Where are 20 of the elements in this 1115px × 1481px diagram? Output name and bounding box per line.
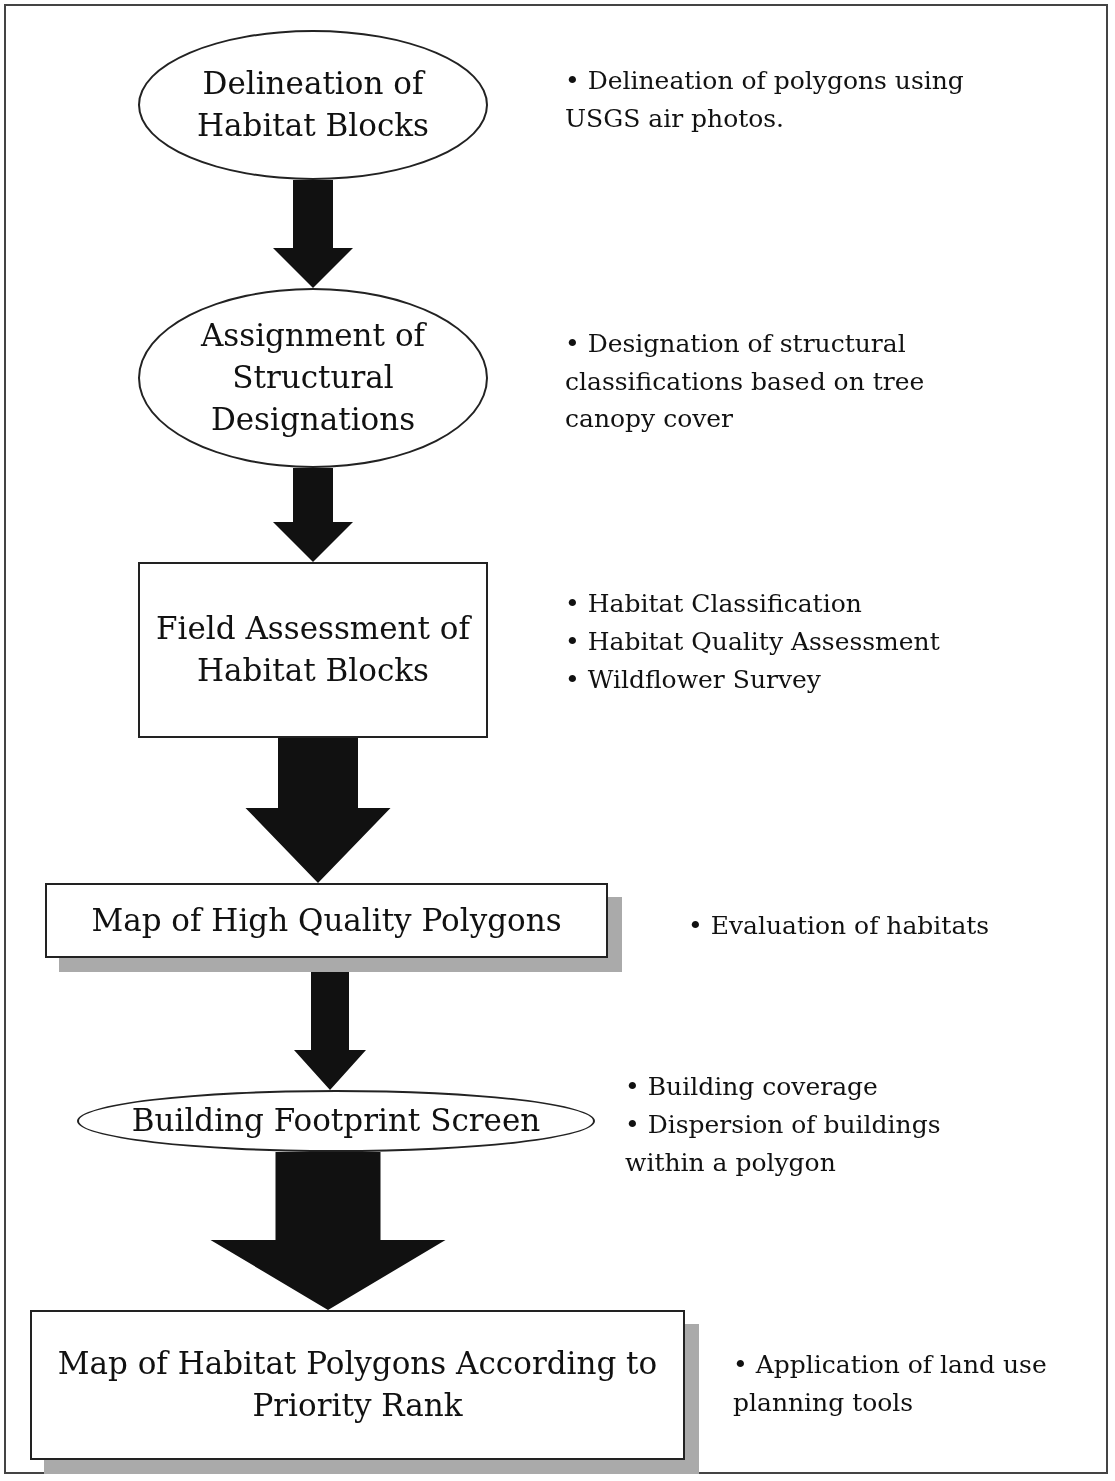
node-label: Field Assessment of Habitat Blocks [155, 609, 473, 690]
note-text: • Building coverage [625, 1071, 879, 1103]
block-arrow [273, 468, 353, 562]
process-box [138, 562, 488, 738]
note-text: • Delineation of polygons using USGS air photos. [565, 65, 965, 135]
note-text: • Habitat Quality Assessment [565, 626, 941, 658]
note-text: • Evaluation of habitats [688, 910, 991, 942]
node-label: Map of High Quality Polygons [91, 900, 562, 940]
block-arrow [210, 1152, 446, 1310]
note-text: • Habitat Classification [565, 588, 863, 620]
block-arrow [273, 180, 353, 288]
node-label: Building Footprint Screen [131, 1101, 541, 1141]
note-text: • Application of land use planning tools [733, 1349, 1048, 1419]
node-label: Delineation of Habitat Blocks [196, 64, 430, 145]
block-arrow [245, 738, 391, 883]
note-text: • Wildflower Survey [565, 664, 822, 696]
node-label: Assignment of Structural Designations [199, 316, 428, 439]
note-text: • Designation of structural classifications based on tree canopy cover [565, 328, 926, 435]
node-label: Map of Habitat Polygons According to Priority Rank [56, 1344, 659, 1425]
note-text: • Dispersion of buildings within a polygon [625, 1109, 942, 1179]
